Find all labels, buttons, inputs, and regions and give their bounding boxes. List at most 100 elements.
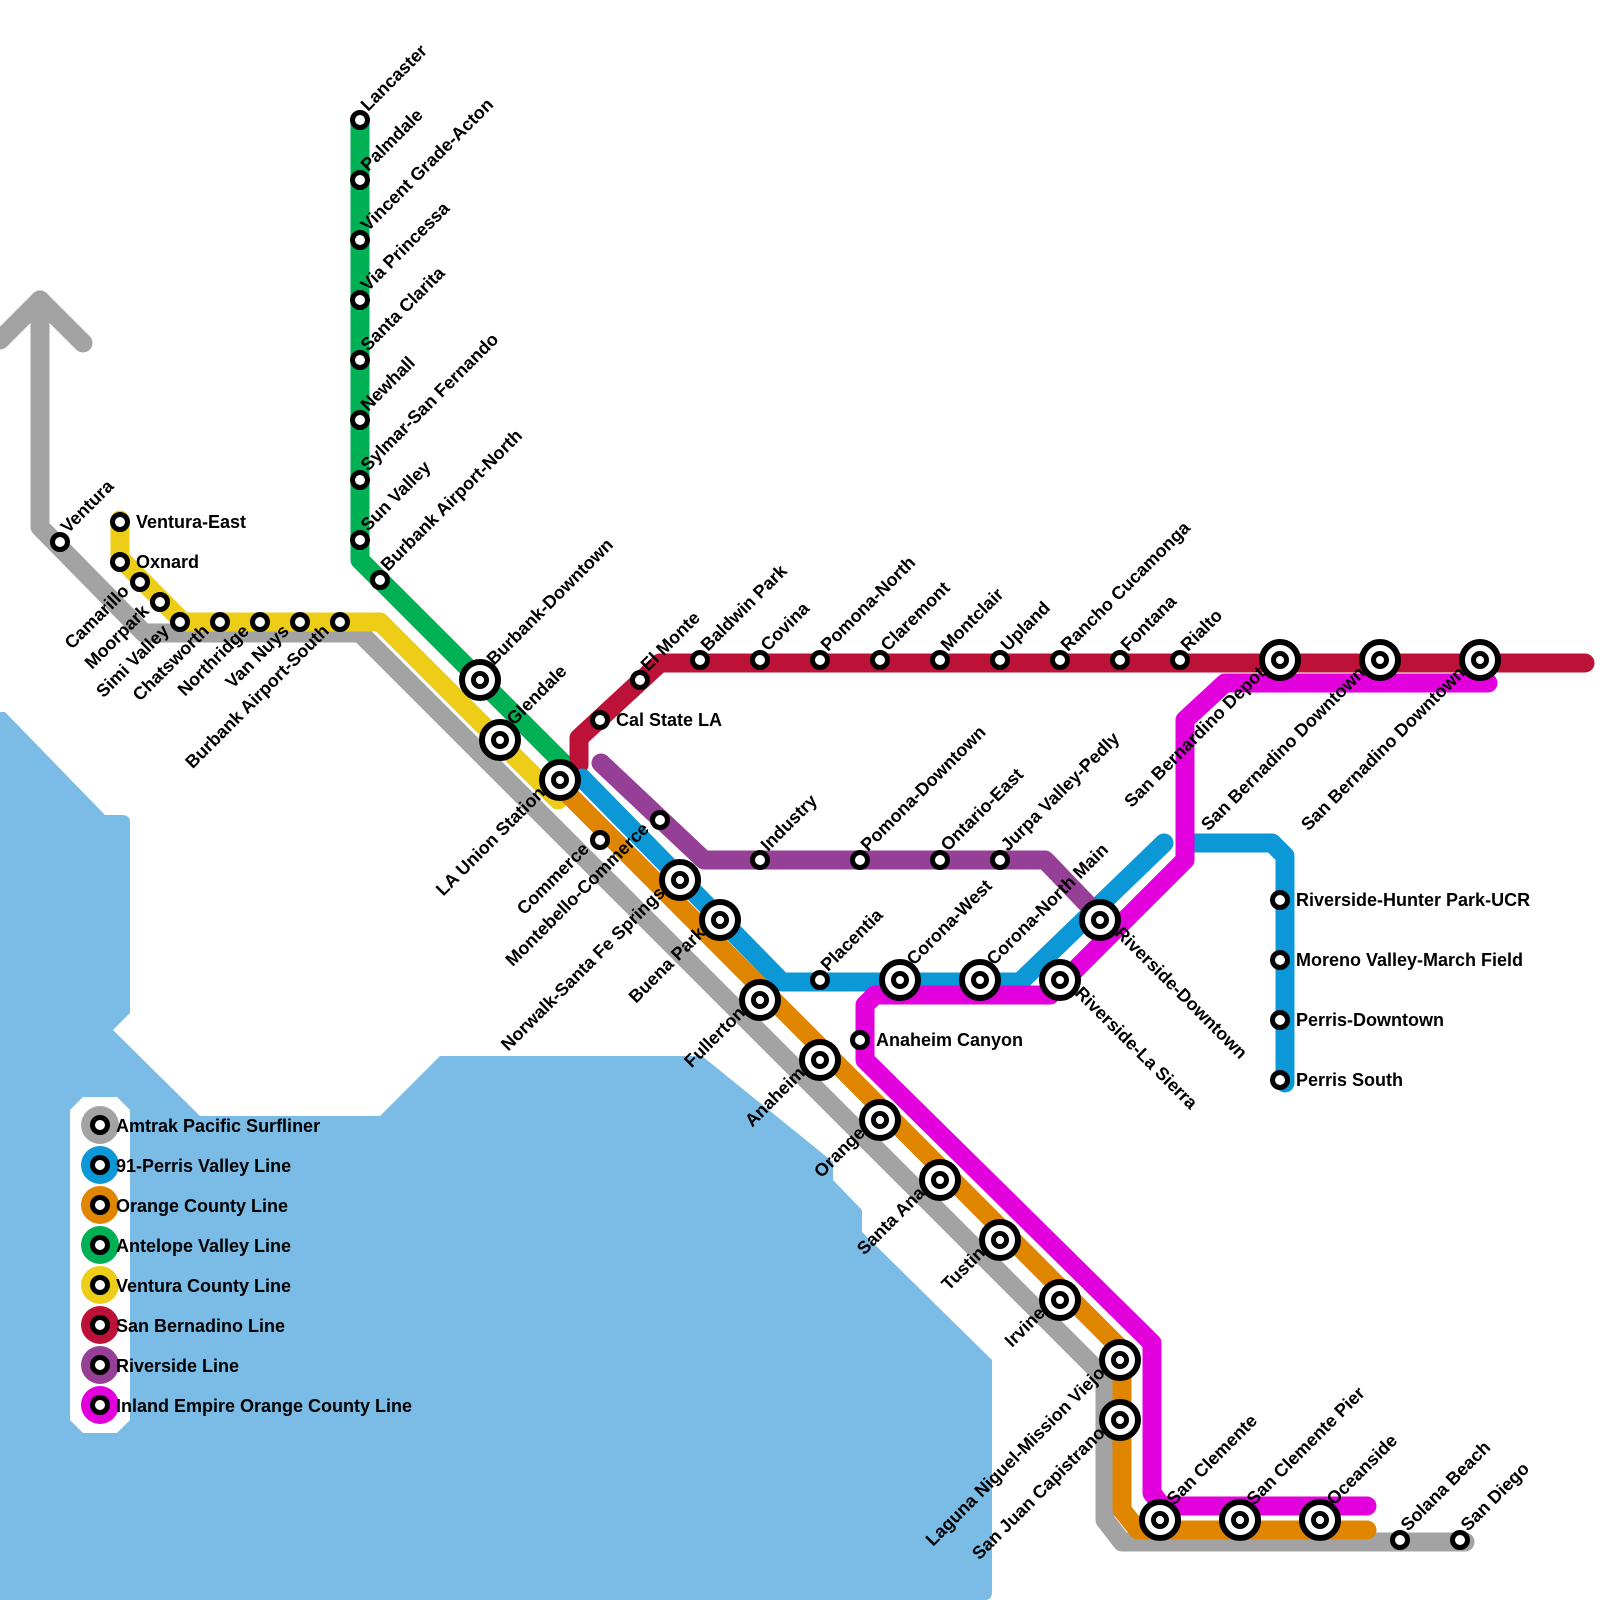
station-marker[interactable] bbox=[750, 650, 770, 670]
station-marker[interactable] bbox=[690, 650, 710, 670]
station-marker[interactable] bbox=[350, 530, 370, 550]
station-marker[interactable] bbox=[990, 850, 1010, 870]
station[interactable] bbox=[1390, 1530, 1410, 1550]
station[interactable] bbox=[1139, 1499, 1181, 1541]
station-marker[interactable] bbox=[170, 612, 190, 632]
station-marker[interactable] bbox=[370, 570, 390, 590]
station[interactable] bbox=[799, 1039, 841, 1081]
station[interactable] bbox=[650, 810, 670, 830]
station[interactable] bbox=[739, 979, 781, 1021]
station[interactable] bbox=[350, 170, 370, 190]
station[interactable] bbox=[810, 650, 830, 670]
station[interactable] bbox=[290, 612, 310, 632]
station[interactable] bbox=[1039, 1279, 1081, 1321]
station-marker[interactable] bbox=[210, 612, 230, 632]
station-marker[interactable] bbox=[1390, 1530, 1410, 1550]
station[interactable] bbox=[750, 850, 770, 870]
station[interactable] bbox=[1299, 1499, 1341, 1541]
station[interactable] bbox=[930, 650, 950, 670]
station-marker[interactable] bbox=[110, 552, 130, 572]
station[interactable] bbox=[959, 959, 1001, 1001]
station[interactable] bbox=[850, 850, 870, 870]
station[interactable] bbox=[1270, 890, 1290, 910]
station[interactable] bbox=[370, 570, 390, 590]
station[interactable] bbox=[879, 959, 921, 1001]
station[interactable] bbox=[690, 650, 710, 670]
station[interactable] bbox=[1219, 1499, 1261, 1541]
station[interactable] bbox=[350, 290, 370, 310]
station[interactable] bbox=[130, 572, 150, 592]
station-marker[interactable] bbox=[630, 670, 650, 690]
station[interactable] bbox=[1270, 950, 1290, 970]
station-marker[interactable] bbox=[250, 612, 270, 632]
station[interactable] bbox=[350, 410, 370, 430]
station-marker[interactable] bbox=[350, 170, 370, 190]
station-marker[interactable] bbox=[1110, 650, 1130, 670]
station[interactable] bbox=[50, 532, 70, 552]
station[interactable] bbox=[1170, 650, 1190, 670]
station[interactable] bbox=[1270, 1070, 1290, 1090]
station[interactable] bbox=[990, 850, 1010, 870]
station[interactable] bbox=[1270, 1010, 1290, 1030]
station[interactable] bbox=[110, 552, 130, 572]
station-marker[interactable] bbox=[350, 410, 370, 430]
station[interactable] bbox=[859, 1099, 901, 1141]
station-marker[interactable] bbox=[1270, 1070, 1290, 1090]
station-marker[interactable] bbox=[1050, 650, 1070, 670]
station[interactable] bbox=[150, 592, 170, 612]
station-marker[interactable] bbox=[1450, 1530, 1470, 1550]
station[interactable] bbox=[930, 850, 950, 870]
station[interactable] bbox=[590, 710, 610, 730]
station[interactable] bbox=[539, 759, 581, 801]
station-marker[interactable] bbox=[110, 512, 130, 532]
station-marker[interactable] bbox=[350, 230, 370, 250]
station-marker[interactable] bbox=[1270, 890, 1290, 910]
station[interactable] bbox=[979, 1219, 1021, 1261]
station-marker[interactable] bbox=[590, 710, 610, 730]
station-marker[interactable] bbox=[590, 830, 610, 850]
station[interactable] bbox=[1259, 639, 1301, 681]
station[interactable] bbox=[110, 512, 130, 532]
station-marker[interactable] bbox=[130, 572, 150, 592]
station[interactable] bbox=[1039, 959, 1081, 1001]
station-marker[interactable] bbox=[870, 650, 890, 670]
station[interactable] bbox=[210, 612, 230, 632]
station-marker[interactable] bbox=[810, 970, 830, 990]
station[interactable] bbox=[659, 859, 701, 901]
station[interactable] bbox=[350, 110, 370, 130]
station[interactable] bbox=[459, 659, 501, 701]
station[interactable] bbox=[350, 230, 370, 250]
station[interactable] bbox=[250, 612, 270, 632]
station-marker[interactable] bbox=[350, 110, 370, 130]
station[interactable] bbox=[750, 650, 770, 670]
station[interactable] bbox=[850, 1030, 870, 1050]
station[interactable] bbox=[1359, 639, 1401, 681]
station[interactable] bbox=[699, 899, 741, 941]
station-marker[interactable] bbox=[750, 850, 770, 870]
station[interactable] bbox=[330, 612, 350, 632]
station[interactable] bbox=[990, 650, 1010, 670]
station-marker[interactable] bbox=[330, 612, 350, 632]
station[interactable] bbox=[479, 719, 521, 761]
station[interactable] bbox=[350, 470, 370, 490]
station-marker[interactable] bbox=[930, 650, 950, 670]
station[interactable] bbox=[1110, 650, 1130, 670]
station[interactable] bbox=[1050, 650, 1070, 670]
station[interactable] bbox=[630, 670, 650, 690]
station[interactable] bbox=[170, 612, 190, 632]
station-marker[interactable] bbox=[290, 612, 310, 632]
station-marker[interactable] bbox=[1270, 950, 1290, 970]
station-marker[interactable] bbox=[850, 1030, 870, 1050]
station[interactable] bbox=[1459, 639, 1501, 681]
station-marker[interactable] bbox=[350, 470, 370, 490]
station-marker[interactable] bbox=[930, 850, 950, 870]
station-marker[interactable] bbox=[50, 532, 70, 552]
station-marker[interactable] bbox=[850, 850, 870, 870]
station[interactable] bbox=[1079, 899, 1121, 941]
station-marker[interactable] bbox=[990, 650, 1010, 670]
station[interactable] bbox=[870, 650, 890, 670]
station[interactable] bbox=[1450, 1530, 1470, 1550]
station[interactable] bbox=[350, 350, 370, 370]
station[interactable] bbox=[810, 970, 830, 990]
station[interactable] bbox=[590, 830, 610, 850]
